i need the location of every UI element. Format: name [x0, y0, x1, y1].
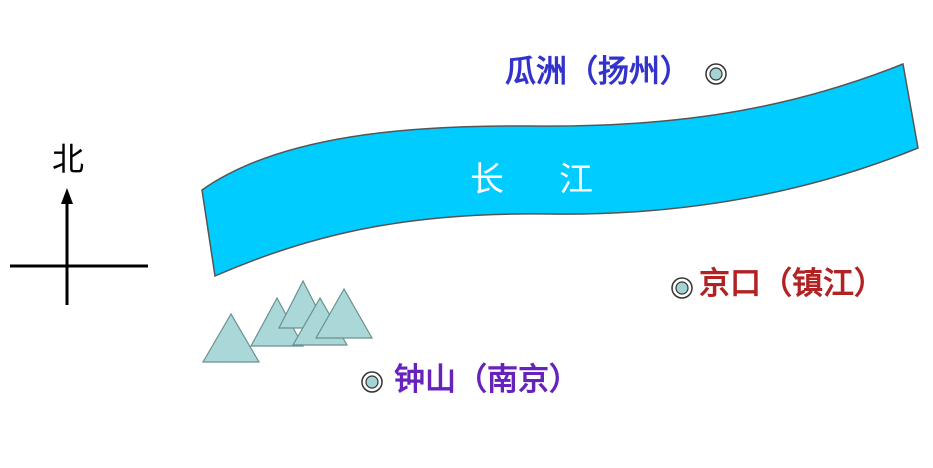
- jingkou-place-label: 京口（镇江）: [699, 266, 885, 302]
- mountain-range: [201, 279, 374, 363]
- guazhou-marker-icon: [705, 63, 727, 85]
- compass: [10, 188, 148, 305]
- river-shape: [201, 62, 919, 278]
- mountain-icon: [201, 312, 261, 363]
- mountain-icon: [314, 287, 374, 339]
- jingkou-marker-icon: [671, 277, 693, 299]
- zhongshan-place-label: 钟山（南京）: [394, 362, 580, 398]
- north-arrow-icon: [61, 188, 73, 204]
- river-name-label: 长江: [470, 160, 648, 200]
- zhongshan-marker-icon: [361, 371, 383, 393]
- north-label: 北: [52, 140, 85, 178]
- guazhou-place-label: 瓜洲（扬州）: [505, 54, 691, 90]
